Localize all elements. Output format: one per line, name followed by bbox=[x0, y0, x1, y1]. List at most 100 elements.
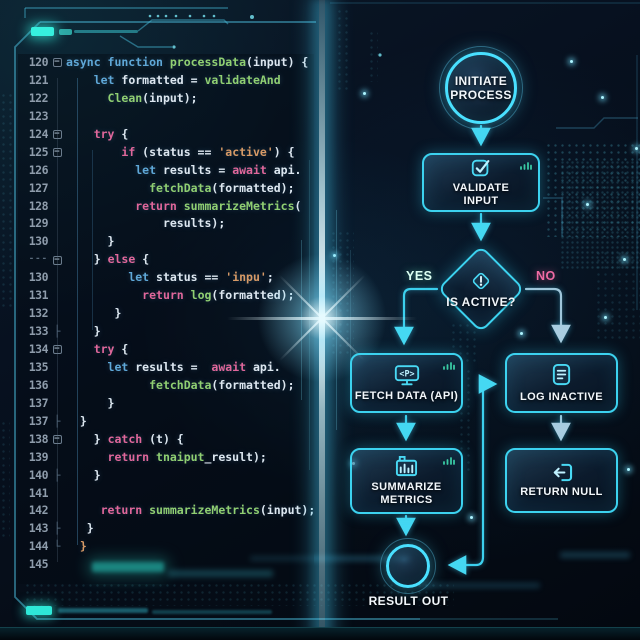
fold-marker[interactable]: − bbox=[52, 344, 62, 355]
code-line: 141 bbox=[18, 485, 314, 503]
sparkle-decor bbox=[470, 516, 473, 519]
fold-marker[interactable]: − bbox=[52, 57, 62, 68]
node-result-out bbox=[380, 538, 436, 594]
line-number: 136 bbox=[28, 377, 49, 392]
code-text: } bbox=[86, 521, 94, 536]
line-number: 128 bbox=[28, 198, 49, 213]
dot-matrix-decor bbox=[595, 250, 640, 340]
code-line: 137 } bbox=[18, 395, 314, 413]
line-number: 126 bbox=[28, 162, 49, 177]
fold-marker[interactable]: − bbox=[52, 147, 62, 158]
signal-bars-icon bbox=[443, 362, 455, 370]
code-line: 124− try { bbox=[18, 126, 314, 144]
sparkle-decor bbox=[601, 96, 604, 99]
code-text: let results = await api. bbox=[135, 162, 302, 177]
line-number: 121 bbox=[28, 72, 49, 87]
document-log-icon bbox=[552, 363, 571, 385]
code-text: } bbox=[79, 413, 87, 428]
line-number: 130 bbox=[28, 234, 49, 249]
line-number: 134 bbox=[28, 342, 49, 356]
line-number: 130 bbox=[28, 270, 49, 285]
code-text: Clean(input); bbox=[107, 90, 198, 105]
code-text: } bbox=[114, 306, 122, 321]
node-is-active: IS ACTIVE? bbox=[437, 245, 525, 333]
code-line: 123 bbox=[18, 108, 314, 126]
line-number: 125 bbox=[28, 144, 49, 159]
node-label: RETURN NULL bbox=[520, 486, 603, 499]
line-number: 133 bbox=[28, 324, 49, 339]
fold-marker[interactable]: − bbox=[52, 129, 62, 140]
line-number: 124 bbox=[28, 126, 49, 141]
fold-marker[interactable]: − bbox=[52, 254, 62, 265]
code-lines: 120−async function processData(input) {1… bbox=[18, 54, 316, 574]
sparkle-decor bbox=[570, 60, 573, 63]
line-number: 123 bbox=[28, 108, 49, 123]
line-number: 137 bbox=[28, 395, 49, 410]
line-number: 141 bbox=[28, 485, 49, 500]
monitor-api-icon: <P> bbox=[394, 364, 419, 385]
fold-guide-line bbox=[57, 78, 58, 562]
code-line: 145 bbox=[18, 556, 314, 574]
dot-matrix-decor bbox=[560, 160, 640, 270]
line-number: 135 bbox=[28, 359, 49, 374]
fold-marker: ├ bbox=[53, 414, 61, 428]
code-line: ---− } else { bbox=[18, 251, 314, 269]
code-text: fetchData(formatted); bbox=[149, 377, 295, 392]
node-label: LOG INACTIVE bbox=[519, 390, 604, 403]
code-line: 140├ } bbox=[18, 467, 314, 485]
dot-matrix-decor bbox=[336, 8, 350, 90]
sparkle-decor bbox=[623, 258, 626, 261]
code-text: } bbox=[107, 395, 115, 410]
code-line: 132 } bbox=[18, 305, 314, 323]
glow-streak-decor bbox=[250, 556, 410, 561]
fold-marker: └ bbox=[53, 540, 61, 554]
svg-text:<P>: <P> bbox=[399, 368, 414, 378]
result-label: RESULT OUT bbox=[368, 594, 449, 608]
dot-matrix-decor bbox=[545, 142, 640, 237]
node-return-null: RETURN NULL bbox=[505, 448, 618, 513]
code-line: 130 } bbox=[18, 233, 314, 251]
line-number: 127 bbox=[28, 180, 49, 195]
code-text: } bbox=[93, 324, 101, 339]
dot-matrix-decor bbox=[0, 92, 12, 307]
code-line: 139 return tnaiput_result); bbox=[18, 449, 314, 467]
code-line: 138− } catch (t) { bbox=[18, 431, 314, 449]
code-line: 121 let formatted = validateAnd bbox=[18, 72, 314, 90]
code-text: return summarizeMetrics(input); bbox=[100, 503, 316, 518]
decision-content: IS ACTIVE? bbox=[420, 252, 542, 326]
node-summarize-metrics: SUMMARIZE METRICS bbox=[350, 448, 463, 514]
fold-marker[interactable]: − bbox=[52, 434, 62, 445]
line-number: 131 bbox=[28, 288, 49, 303]
indent-guide bbox=[92, 150, 93, 330]
node-fetch-data: <P> FETCH DATA (API) bbox=[350, 353, 463, 413]
glow-block-decor bbox=[31, 27, 54, 36]
code-line: 137├ } bbox=[18, 413, 314, 431]
glow-streak-decor bbox=[560, 552, 630, 558]
line-number: 140 bbox=[28, 467, 49, 482]
glow-streak-decor bbox=[152, 610, 272, 614]
line-number: 145 bbox=[28, 557, 49, 572]
sparkle-decor bbox=[586, 203, 589, 206]
line-number: 129 bbox=[28, 216, 49, 231]
code-text: } bbox=[79, 539, 87, 554]
code-text: try { bbox=[93, 342, 129, 356]
glow-streak-decor bbox=[58, 608, 148, 613]
code-line: 134− try { bbox=[18, 341, 314, 359]
sparkle-decor bbox=[627, 468, 630, 471]
glow-streak-decor bbox=[92, 562, 164, 572]
code-editor: 120−async function processData(input) {1… bbox=[18, 54, 316, 584]
indent-guide bbox=[77, 78, 78, 545]
code-text: } bbox=[93, 467, 101, 482]
code-line: 128 return summarizeMetrics( bbox=[18, 198, 314, 216]
code-line: 120−async function processData(input) { bbox=[18, 54, 314, 72]
checkbox-icon bbox=[471, 159, 490, 177]
code-line: 136 fetchData(formatted); bbox=[18, 377, 314, 395]
yes-label: YES bbox=[406, 269, 433, 283]
node-initiate-process: INITIATE PROCESS bbox=[439, 46, 523, 130]
code-text: return summarizeMetrics( bbox=[135, 198, 302, 213]
line-number: 142 bbox=[28, 503, 49, 518]
line-number: --- bbox=[28, 254, 48, 265]
